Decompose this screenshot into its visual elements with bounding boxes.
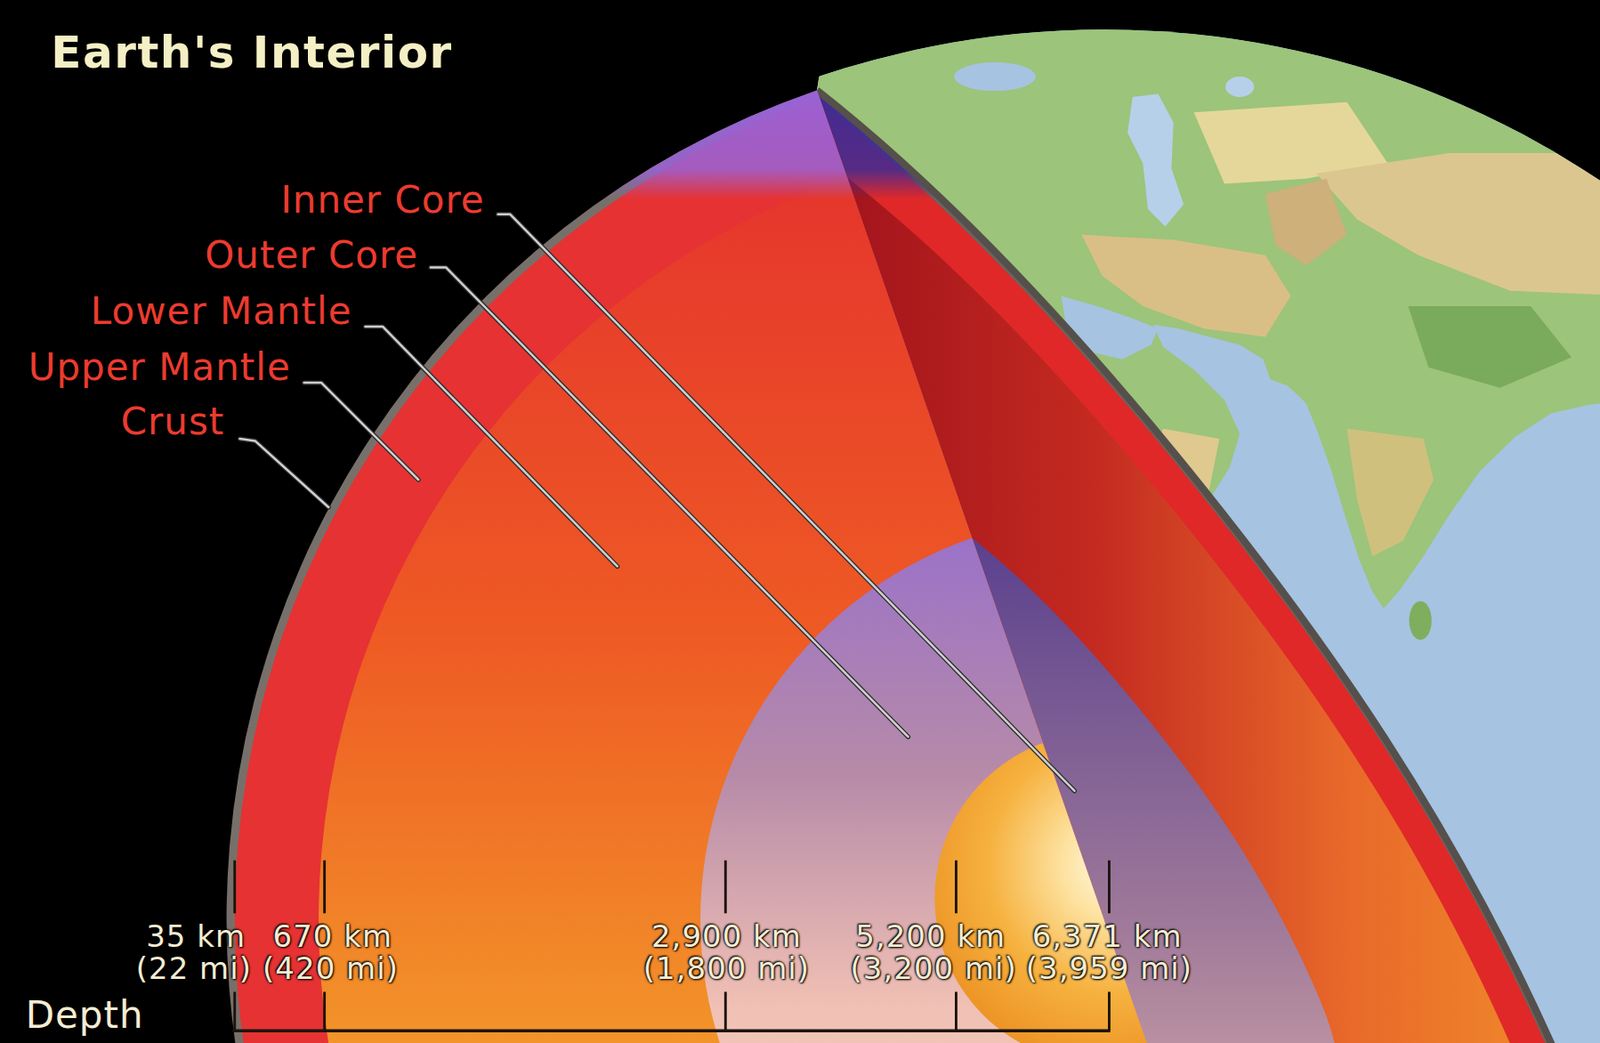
leader-shadow (365, 326, 618, 566)
depth-scale (232, 860, 1110, 1031)
depth-value: 6,371 km (1032, 919, 1183, 954)
depth-value: (3,959 mi) (1026, 952, 1193, 987)
leader-line (365, 326, 618, 566)
diagram-title: Earth's Interior (50, 27, 453, 80)
depth-value: (420 mi) (262, 952, 399, 987)
leader-line (304, 382, 419, 480)
leader-line (430, 266, 909, 736)
mountains (1265, 178, 1348, 266)
plateau (1347, 428, 1434, 557)
leader-shadow (430, 266, 909, 736)
layer-label: Upper Mantle (28, 346, 291, 389)
depth-value: (1,800 mi) (643, 952, 810, 987)
lowland (1407, 306, 1571, 388)
leader-shadow (304, 382, 419, 480)
leader-line (239, 438, 329, 508)
depth-value: 5,200 km (855, 919, 1006, 954)
depth-value: 35 km (145, 919, 246, 954)
layer-label: Lower Mantle (90, 290, 353, 333)
depth-value: (3,200 mi) (850, 952, 1018, 987)
depth-value: 670 km (273, 919, 394, 954)
scale-line (232, 1028, 1110, 1032)
depth-value: (22 mi) (136, 952, 252, 987)
axis-label: Depth (25, 993, 145, 1037)
inland-sea (953, 62, 1036, 91)
inland-sea (1127, 94, 1184, 227)
shading (509, 81, 919, 200)
highlands (1316, 153, 1600, 307)
island (1409, 600, 1432, 640)
layer-label: Outer Core (204, 234, 419, 277)
leader-shadow (239, 438, 329, 508)
depth-value: 2,900 km (651, 919, 802, 954)
leader-shadow (498, 214, 1075, 792)
inland-sea (1225, 76, 1254, 97)
leader-lines (239, 214, 1075, 792)
layer-label: Inner Core (280, 178, 485, 222)
inner-core-ball (934, 732, 1266, 1043)
layer-label: Crust (121, 399, 226, 443)
leader-line (498, 214, 1075, 792)
